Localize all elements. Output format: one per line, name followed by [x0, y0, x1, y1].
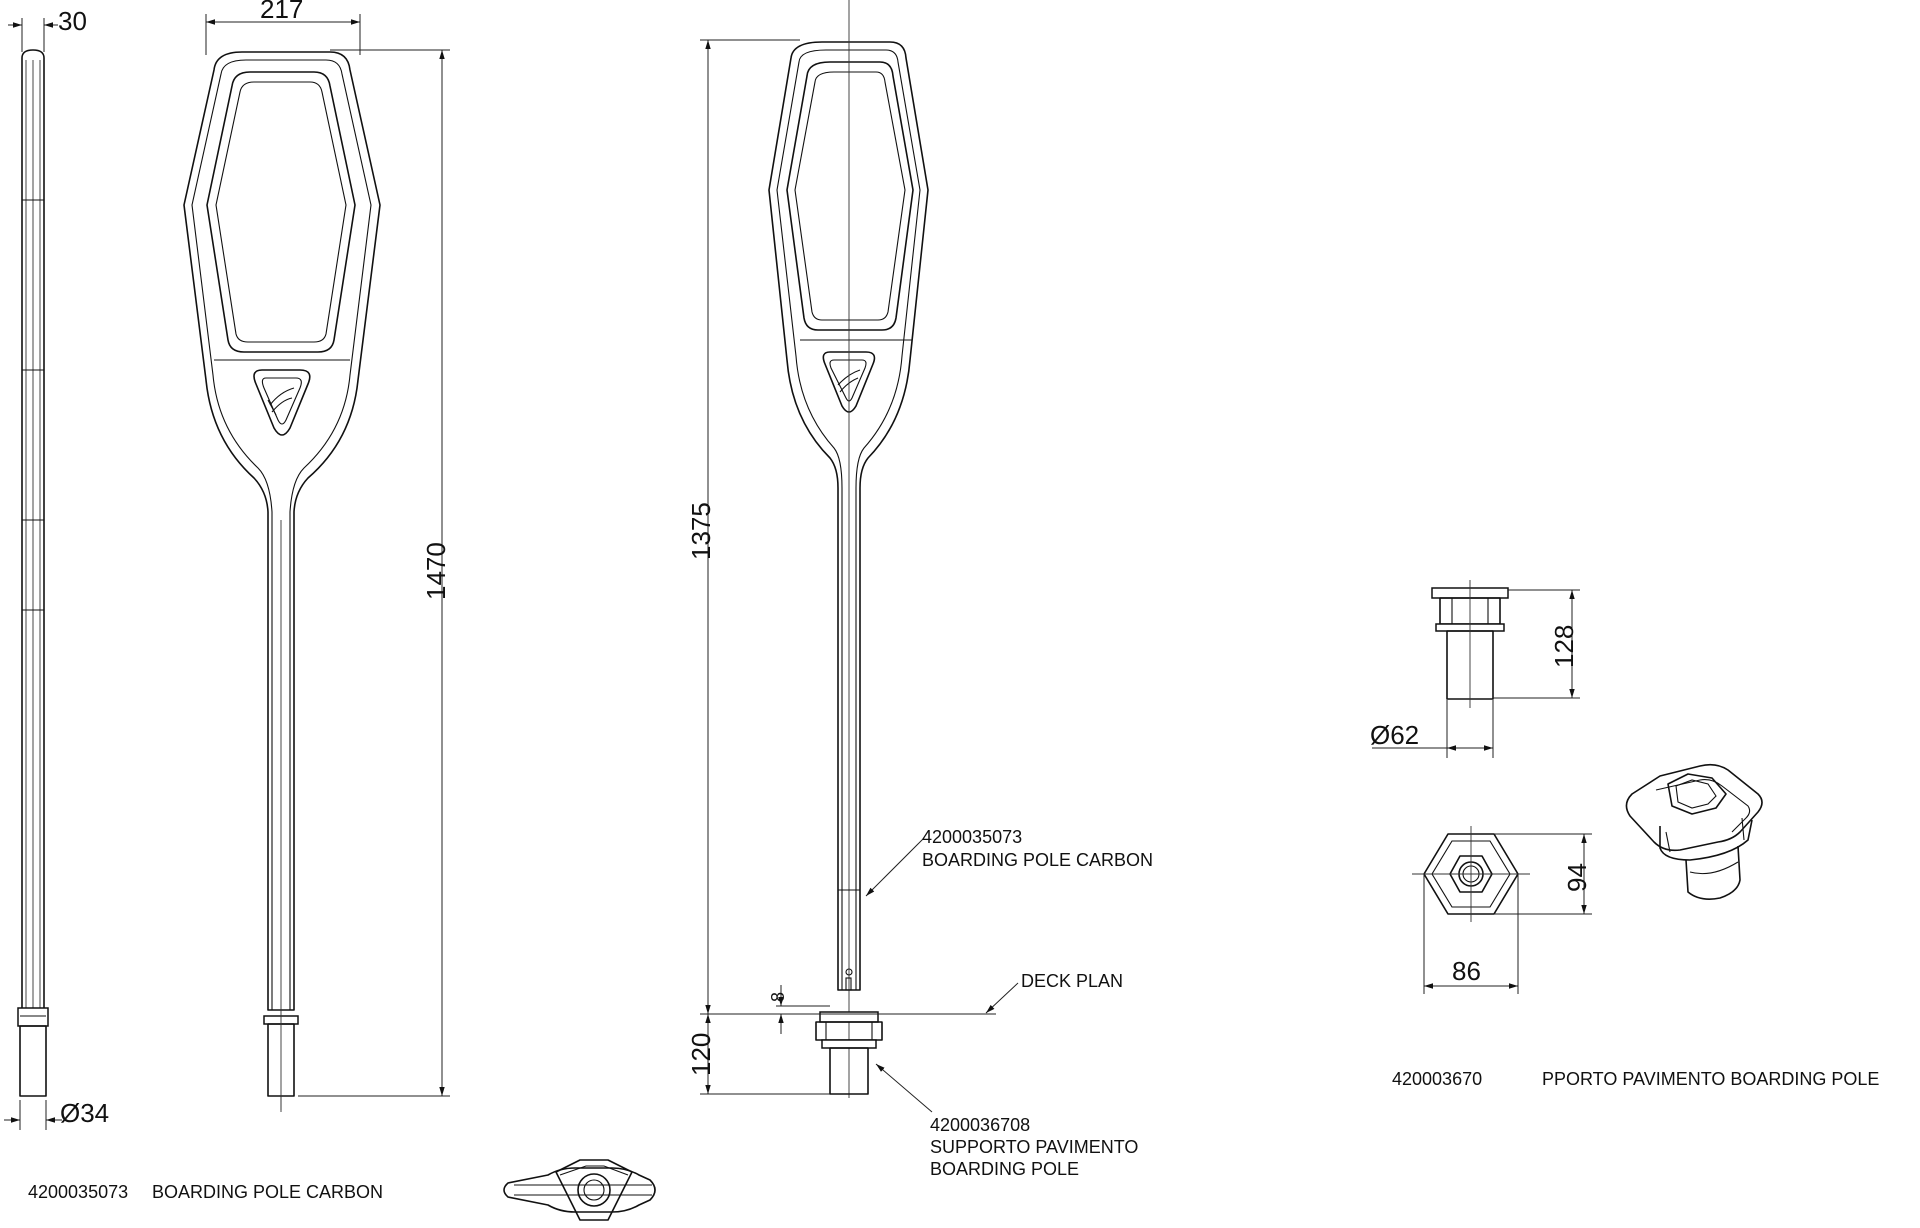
install-height-dimension: 1375 [686, 39, 800, 1014]
deck-plan-label: DECK PLAN [1021, 971, 1123, 991]
socket-plan-width-label: 86 [1452, 956, 1481, 986]
socket-side-view [1431, 580, 1509, 708]
front-width-dimension: 217 [205, 0, 361, 55]
handle-top-view [503, 1159, 656, 1221]
socket-plan-width-dimension: 86 [1423, 874, 1519, 994]
side-diameter-dimension: Ø34 [4, 1098, 109, 1130]
installed-view-pole [768, 0, 929, 1098]
pole-callout-code: 4200035073 [922, 827, 1022, 847]
front-height-dimension: 1470 [298, 49, 451, 1097]
left-part-name: BOARDING POLE CARBON [152, 1182, 383, 1202]
socket-height-dimension: 128 [1493, 589, 1580, 699]
front-height-label: 1470 [421, 542, 451, 600]
under-deck-dimension: 120 [686, 1014, 830, 1095]
under-deck-label: 120 [686, 1033, 716, 1076]
side-diameter-label: Ø34 [60, 1098, 109, 1128]
side-view-pole [17, 49, 49, 1097]
right-part-name: PPORTO PAVIMENTO BOARDING POLE [1542, 1069, 1879, 1089]
support-callout: 4200036708 SUPPORTO PAVIMENTO BOARDING P… [875, 1063, 1138, 1179]
support-callout-code: 4200036708 [930, 1115, 1030, 1135]
socket-diameter-dimension: Ø62 [1370, 700, 1494, 758]
socket-plan-view [1412, 826, 1530, 922]
pole-callout-name: BOARDING POLE CARBON [922, 850, 1153, 870]
install-height-label: 1375 [686, 502, 716, 560]
deck-offset-label: 8 [768, 992, 788, 1002]
deck-offset-dimension: 8 [768, 985, 830, 1034]
front-width-label: 217 [260, 0, 303, 24]
socket-height-label: 128 [1549, 625, 1579, 668]
side-width-dimension: 30 [8, 6, 87, 52]
socket-plan-height-dimension: 94 [1494, 833, 1592, 915]
front-view-pole [183, 51, 381, 1112]
socket-diameter-label: Ø62 [1370, 720, 1419, 750]
socket-plan-height-label: 94 [1562, 863, 1592, 892]
support-callout-name-1: SUPPORTO PAVIMENTO [930, 1137, 1138, 1157]
socket-isometric-view [1625, 763, 1763, 900]
installed-floor-support [700, 1011, 996, 1095]
side-width-label: 30 [58, 6, 87, 36]
pole-callout: 4200035073 BOARDING POLE CARBON [865, 827, 1153, 897]
left-part-code: 4200035073 [28, 1182, 128, 1202]
right-part-code: 420003670 [1392, 1069, 1482, 1089]
support-callout-name-2: BOARDING POLE [930, 1159, 1079, 1179]
deck-plan-callout: DECK PLAN [985, 971, 1123, 1014]
